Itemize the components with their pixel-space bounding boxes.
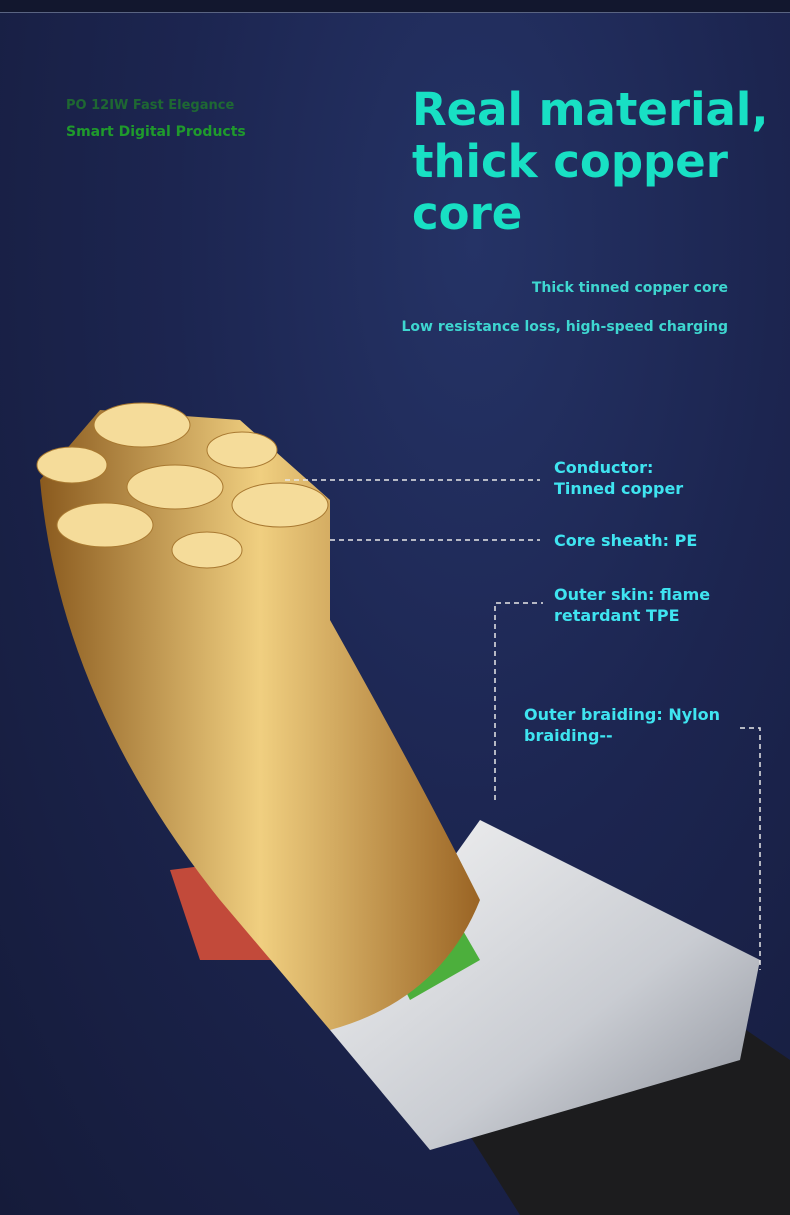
strand-ends bbox=[36, 402, 329, 569]
subtitle-2: Low resistance loss, high-speed charging bbox=[401, 319, 729, 335]
subtitle-1: Thick tinned copper core bbox=[531, 280, 728, 296]
callout-conductor: Conductor: Tinned copper bbox=[554, 457, 683, 499]
callout-conductor-line2: Tinned copper bbox=[554, 479, 684, 498]
callout-outer-braiding-line2: braiding-- bbox=[524, 726, 613, 745]
copper-strands bbox=[40, 410, 480, 1030]
callout-outer-skin: Outer skin: flame retardant TPE bbox=[554, 584, 710, 626]
callout-outer-skin-line1: Outer skin: flame bbox=[554, 585, 711, 604]
callout-core-sheath: Core sheath: PE bbox=[554, 531, 698, 550]
callout-outer-braiding: Outer braiding: Nylon braiding-- bbox=[524, 704, 720, 746]
callout-outer-skin-line2: retardant TPE bbox=[554, 606, 680, 625]
callout-conductor-line1: Conductor: bbox=[554, 458, 654, 477]
top-border bbox=[0, 0, 790, 13]
callout-lines bbox=[285, 479, 761, 970]
callout-outer-braiding-line1: Outer braiding: Nylon bbox=[524, 705, 721, 724]
headline: Real material, thick copper core bbox=[412, 83, 769, 240]
brand-model: PO 12IW Fast Elegance bbox=[66, 98, 235, 113]
brand-tagline: Smart Digital Products bbox=[66, 124, 246, 140]
